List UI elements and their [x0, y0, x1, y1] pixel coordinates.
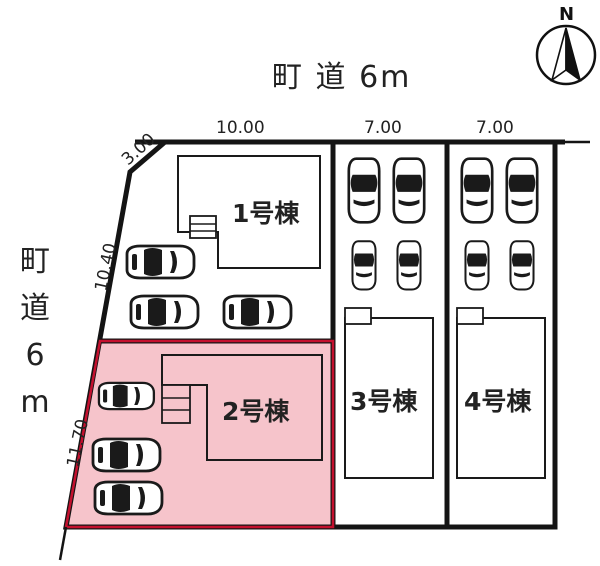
- building-3-label: 3号棟: [350, 387, 418, 416]
- parking-car: [91, 437, 162, 473]
- building-2-label: 2号棟: [222, 397, 290, 426]
- road-left-char: 6: [25, 338, 45, 373]
- road-label-left: 町 道 6 m: [15, 238, 55, 426]
- entrance-porch: [456, 307, 484, 325]
- building-3-footprint: [344, 317, 434, 479]
- building-4-footprint: [456, 317, 546, 479]
- dimension-left-upper: 10.40: [91, 241, 121, 293]
- dimension-top-lot3: 7.00: [364, 118, 402, 138]
- parking-car: [97, 381, 156, 411]
- parking-car: [125, 244, 196, 280]
- entrance-porch: [344, 307, 372, 325]
- building-1-label: 1号棟: [232, 199, 300, 228]
- parking-car: [505, 157, 539, 224]
- entrance-porch: [161, 384, 191, 424]
- parking-car: [396, 240, 422, 291]
- north-compass-icon: N: [535, 4, 597, 86]
- north-letter: N: [559, 4, 574, 25]
- road-left-char: m: [20, 385, 50, 420]
- road-left-char: 町: [20, 244, 50, 279]
- dimension-top-lot4: 7.00: [476, 118, 514, 138]
- entrance-porch: [189, 215, 217, 239]
- parking-car: [93, 480, 164, 516]
- dimension-top-lot1: 10.00: [216, 118, 265, 138]
- parking-car: [509, 240, 535, 291]
- road-label-top: 町 道 6m: [272, 60, 412, 95]
- parking-car: [464, 240, 490, 291]
- parking-car: [351, 240, 377, 291]
- parking-car: [460, 157, 494, 224]
- lot-2-border: [64, 339, 335, 529]
- building-4-label: 4号棟: [464, 387, 532, 416]
- road-left-char: 道: [20, 291, 50, 326]
- parking-car: [392, 157, 426, 224]
- parking-car: [129, 294, 200, 330]
- building-1-footprint: [177, 155, 321, 269]
- parking-car: [222, 294, 293, 330]
- parking-car: [347, 157, 381, 224]
